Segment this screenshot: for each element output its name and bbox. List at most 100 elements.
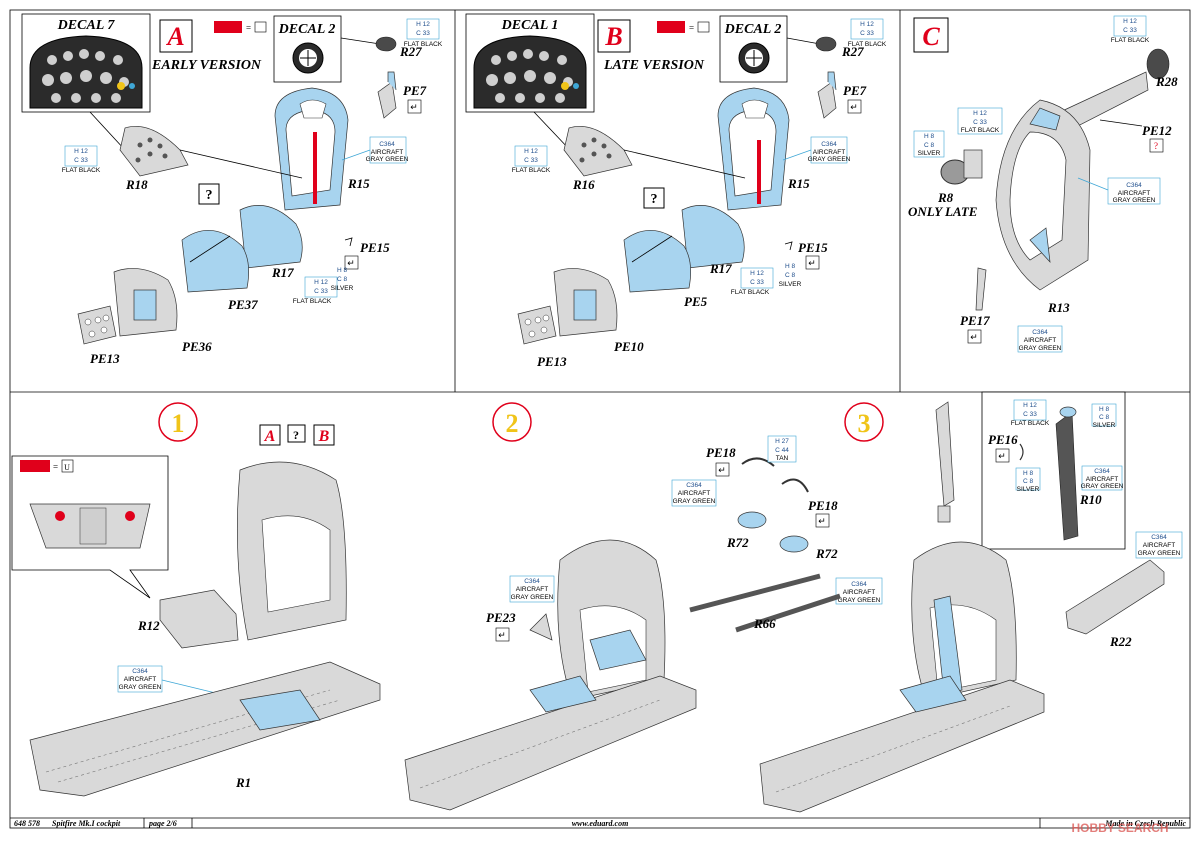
drawing-circle xyxy=(117,82,125,90)
label-text: GRAY GREEN xyxy=(1019,345,1062,352)
label-text: ? xyxy=(206,188,213,203)
version-label-a: EARLY VERSION xyxy=(151,58,262,73)
drawing-circle xyxy=(162,153,168,159)
label-text: FLAT BLACK xyxy=(512,167,551,174)
step2-floor xyxy=(404,675,697,811)
label-text: SILVER xyxy=(1017,486,1040,493)
label-text: FLAT BLACK xyxy=(961,127,1000,134)
part-r28-bracket xyxy=(1059,71,1149,131)
drawing-rect xyxy=(509,575,555,603)
drawing-path xyxy=(741,99,769,119)
drawing-circle xyxy=(94,316,102,324)
red-swatch-b xyxy=(657,21,685,33)
label-r72-1: R72 xyxy=(726,535,749,550)
label-text: H 12 xyxy=(860,21,874,28)
drawing-rect xyxy=(407,99,422,114)
drawing-circle xyxy=(100,326,108,334)
label-text: AIRCRAFT xyxy=(1024,337,1057,344)
label-text: C364 xyxy=(686,482,702,489)
drawing-circle xyxy=(528,330,536,338)
label-text: GRAY GREEN xyxy=(673,498,716,505)
footer-code: 648 578 xyxy=(14,819,40,828)
label-text: FLAT BLACK xyxy=(731,289,770,296)
drawing-rect xyxy=(937,505,951,523)
drawing-path xyxy=(933,595,963,695)
drawing-circle xyxy=(55,511,65,521)
label-text: TAN xyxy=(776,455,789,462)
version-letter-c: C xyxy=(922,22,940,51)
drawing-circle xyxy=(544,72,556,84)
drawing-circle xyxy=(542,314,550,322)
drawing-path xyxy=(57,699,341,783)
drawing-circle xyxy=(524,318,532,326)
drawing-circle xyxy=(555,93,565,103)
drawing-path xyxy=(1009,131,1067,261)
label-text: H 12 xyxy=(750,270,764,277)
part-pe37-a xyxy=(181,229,249,293)
label-pe36-a: PE36 xyxy=(182,339,212,354)
drawing-circle xyxy=(60,72,72,84)
drawing-rect xyxy=(61,459,74,473)
label-pe23: PE23 xyxy=(486,610,516,625)
label-pe13-b: PE13 xyxy=(537,354,567,369)
label-text: C364 xyxy=(379,141,395,148)
label-r66: R66 xyxy=(753,616,776,631)
drawing-rect xyxy=(847,99,862,114)
panel-a: DECAL 7 A EARLY VERSION = DECAL 2 H 12 C… xyxy=(21,13,443,366)
drawing-circle xyxy=(135,157,141,163)
drawing-circle xyxy=(102,314,110,322)
drawing-rect xyxy=(79,507,107,545)
label-text: AIRCRAFT xyxy=(516,586,549,593)
label-text: FLAT BLACK xyxy=(1011,420,1050,427)
drawing-circle xyxy=(504,72,516,84)
part-r1 xyxy=(29,661,381,797)
label-text: FLAT BLACK xyxy=(293,298,332,305)
watermark: HOBBY SEARCH xyxy=(1071,821,1168,835)
part-pe13-a xyxy=(77,305,117,345)
drawing-path xyxy=(239,689,321,731)
label-pe13-a: PE13 xyxy=(90,351,120,366)
label-r72-2: R72 xyxy=(815,546,838,561)
label-text: C 33 xyxy=(860,30,874,37)
label-r16-b: R16 xyxy=(572,177,595,192)
decal-second-label-b: DECAL 2 xyxy=(724,22,782,37)
drawing-path xyxy=(285,109,336,197)
drawing-rect xyxy=(254,21,267,33)
label-text: H 8 xyxy=(337,267,348,274)
label-text: ↵ xyxy=(718,465,726,475)
label-text: C 33 xyxy=(1123,27,1137,34)
label-only-late: ONLY LATE xyxy=(908,204,978,219)
part-r72-2 xyxy=(779,535,809,553)
drawing-path xyxy=(387,71,397,91)
red-marker-a xyxy=(313,132,317,204)
label-pe15-b: PE15 xyxy=(798,240,828,255)
drawing-path xyxy=(782,149,812,161)
label-r27-a: R27 xyxy=(399,44,422,59)
drawing-circle xyxy=(495,93,505,103)
label-text: GRAY GREEN xyxy=(808,156,851,163)
label-text: ↵ xyxy=(818,516,826,526)
drawing-rect xyxy=(767,435,797,463)
drawing-rect xyxy=(20,460,50,472)
drawing-g xyxy=(135,137,168,163)
label-text: C 33 xyxy=(314,288,328,295)
label-text: AIRCRAFT xyxy=(1086,476,1119,483)
drawing-rect xyxy=(495,627,510,642)
label-text: C 8 xyxy=(924,142,935,149)
footer-title: Spitfire Mk.I cockpit xyxy=(52,819,121,828)
drawing-path xyxy=(827,71,837,91)
drawing-circle xyxy=(573,83,579,89)
drawing-rect xyxy=(1015,467,1041,491)
label-text: SILVER xyxy=(918,150,941,157)
label-r8: R8 xyxy=(937,190,954,205)
part-pe15-a xyxy=(344,237,353,247)
label-text: GRAY GREEN xyxy=(119,684,162,691)
drawing-circle xyxy=(147,151,153,157)
drawing-circle xyxy=(591,137,597,143)
part-pe13-b xyxy=(517,305,557,345)
label-text: ↵ xyxy=(970,332,978,342)
label-pe7-b: PE7 xyxy=(843,83,867,98)
label-text: AIRCRAFT xyxy=(1118,190,1151,197)
part-r17-b xyxy=(681,204,745,269)
